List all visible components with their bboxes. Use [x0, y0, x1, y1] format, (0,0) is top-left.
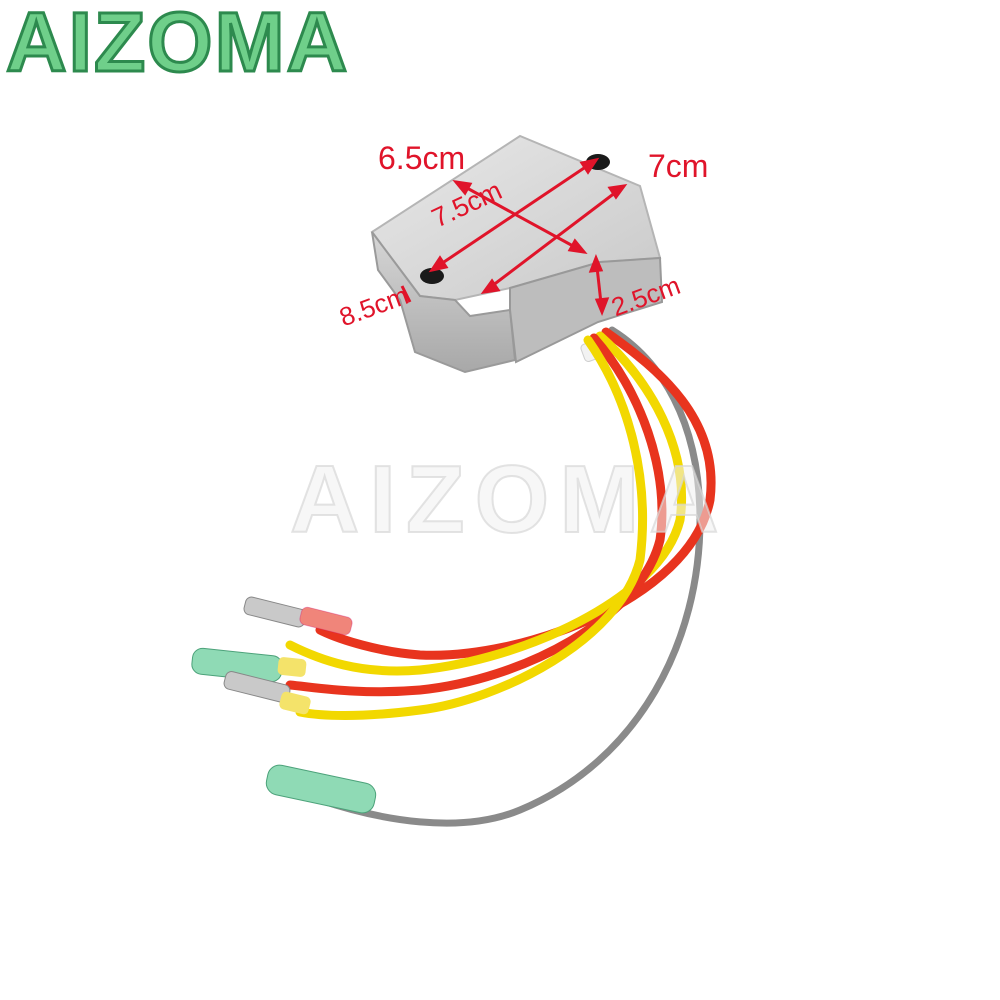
bullet-connector-terminal	[223, 671, 311, 715]
insulated-sleeve-terminal	[265, 764, 377, 814]
gray-wire	[316, 326, 704, 827]
mount-hole	[420, 268, 444, 284]
dimension-lines	[400, 157, 628, 317]
watermark: AIZOMA	[289, 446, 729, 553]
terminals	[191, 596, 377, 814]
dimension-label-top-width: 6.5cm	[378, 140, 466, 176]
insulated-sleeve-terminal	[191, 647, 307, 683]
dimension-label-right-length: 7cm	[648, 148, 709, 184]
regulator-housing	[370, 134, 664, 374]
yellow-wire	[295, 335, 648, 720]
housing-side-face	[509, 256, 664, 364]
bullet-connector-terminal	[243, 596, 353, 636]
brand-logo: AIZOMA	[4, 0, 350, 89]
wire-harness	[285, 326, 716, 827]
yellow-wire	[285, 331, 686, 676]
